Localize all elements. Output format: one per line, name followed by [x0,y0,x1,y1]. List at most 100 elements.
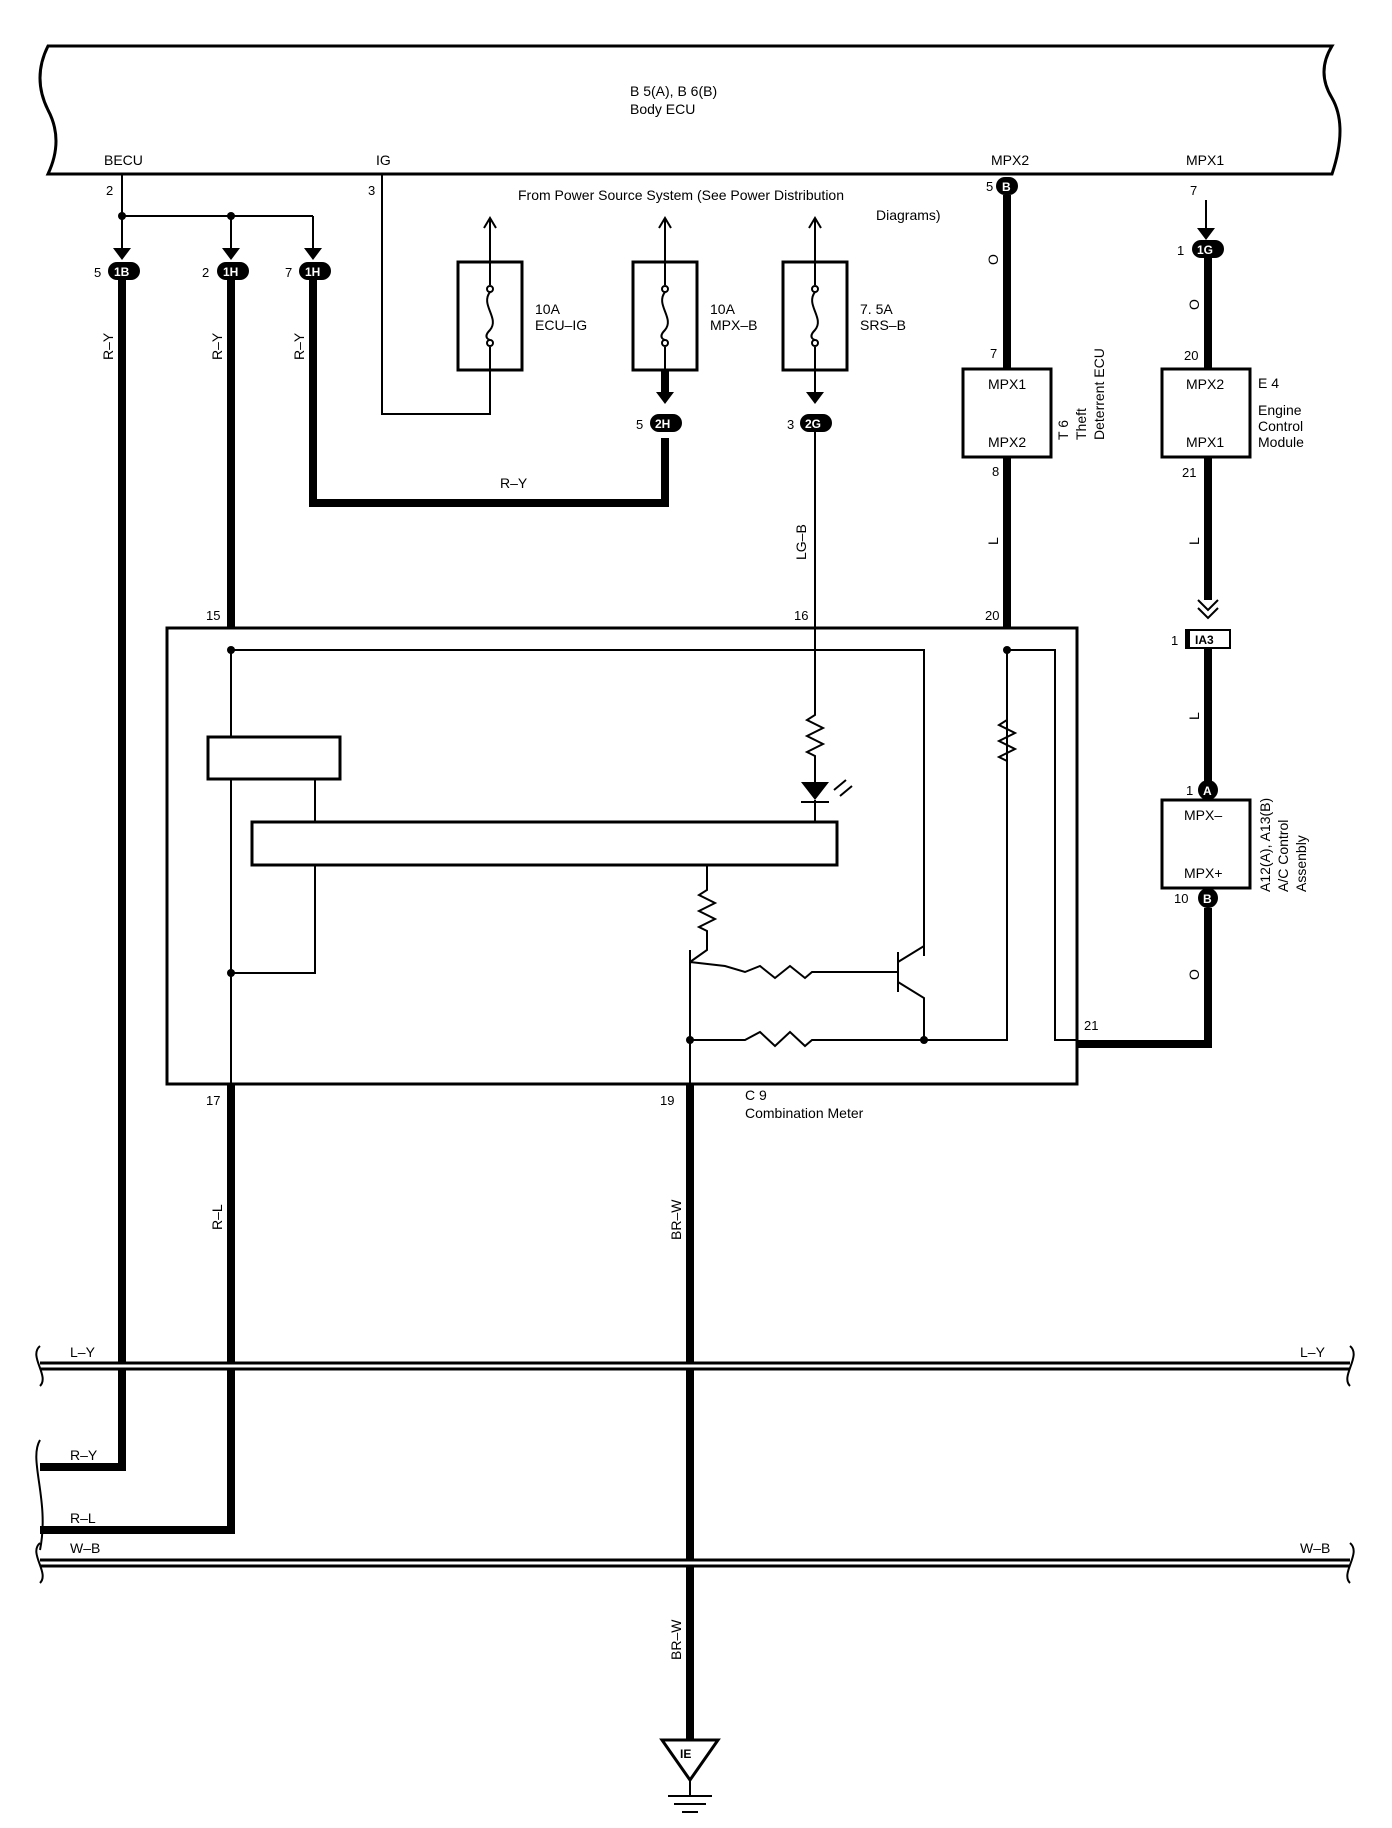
svg-text:5: 5 [94,265,101,280]
engine-control-module: MPX2 MPX1 E 4 Engine Control Module [1160,367,1304,459]
svg-text:L–Y: L–Y [1300,1344,1326,1360]
terminal-mpx1: MPX1 [1186,152,1224,168]
ground-ie: IE [659,1738,721,1813]
ac-bottom-connector: B 10 [1174,888,1218,908]
svg-text:O: O [1186,969,1202,980]
body-ecu-id: B 5(A), B 6(B) [630,83,717,99]
wire-r-y-to-2h [309,280,669,507]
svg-text:7: 7 [990,346,997,361]
junction-1h-b: 1H 7 [285,262,331,280]
svg-text:Theft: Theft [1073,408,1089,440]
fuse-srs-b: 7. 5A SRS–B [781,216,906,404]
fuse-mpx-b: 10A MPX–B [631,216,757,404]
terminal-becu: BECU [104,152,143,168]
svg-text:20: 20 [985,608,999,623]
theft-deterrent-ecu: MPX1 MPX2 T 6 Theft Deterrent ECU [961,348,1107,459]
svg-text:MPX+: MPX+ [1184,865,1223,881]
svg-text:W–B: W–B [1300,1540,1330,1556]
label-r-l-bus: R–L [70,1510,96,1526]
svg-text:L–Y: L–Y [70,1344,96,1360]
svg-text:2H: 2H [655,417,670,431]
junction-ia3: IA3 1 [1171,629,1231,649]
svg-text:A/C Control: A/C Control [1275,820,1291,892]
terminal-ig: IG [376,152,391,168]
body-ecu-name: Body ECU [630,101,695,117]
svg-text:L: L [1186,537,1202,545]
svg-text:BR–W: BR–W [668,1619,684,1660]
label-r-y-4: R–Y [500,475,528,491]
svg-text:21: 21 [1182,465,1196,480]
label-r-y-1: R–Y [100,332,116,360]
svg-text:L: L [985,537,1001,545]
svg-text:MPX1: MPX1 [988,376,1026,392]
pin-mpx2: 5 [986,179,993,194]
label-r-y-3: R–Y [291,332,307,360]
svg-text:Combination Meter: Combination Meter [745,1105,864,1121]
svg-text:MPX2: MPX2 [1186,376,1224,392]
svg-text:E 4: E 4 [1258,375,1279,391]
fuse-ecu-ig: 10A ECU–IG [456,216,587,372]
svg-text:19: 19 [660,1093,674,1108]
svg-text:17: 17 [206,1093,220,1108]
wire-ig [381,174,491,415]
svg-text:O: O [985,254,1001,265]
svg-text:IA3: IA3 [1195,633,1214,647]
svg-text:1B: 1B [114,265,130,279]
svg-text:1: 1 [1177,243,1184,258]
svg-text:SRS–B: SRS–B [860,317,906,333]
svg-text:1: 1 [1186,783,1193,798]
ac-top-connector: A 1 [1186,780,1218,800]
svg-text:MPX–B: MPX–B [710,317,757,333]
label-r-y-2: R–Y [209,332,225,360]
svg-text:MPX–: MPX– [1184,807,1222,823]
junction-2g: 2G 3 [787,414,832,432]
wire-r-y-left [40,280,126,1471]
power-source-line1: From Power Source System (See Power Dist… [518,187,844,203]
svg-text:Control: Control [1258,418,1303,434]
svg-text:10: 10 [1174,891,1188,906]
svg-text:W–B: W–B [70,1540,100,1556]
svg-text:L: L [1186,712,1202,720]
svg-text:2: 2 [202,265,209,280]
svg-text:1H: 1H [305,265,320,279]
svg-text:MPX2: MPX2 [988,434,1026,450]
svg-text:10A: 10A [710,301,736,317]
svg-text:15: 15 [206,608,220,623]
mpx2-connector: B [996,177,1018,195]
svg-text:2G: 2G [805,417,821,431]
svg-text:O: O [1186,299,1202,310]
svg-text:Module: Module [1258,434,1304,450]
body-ecu: B 5(A), B 6(B) Body ECU BECU IG MPX2 MPX… [38,44,1342,176]
bus-l-y: L–Y L–Y [40,1344,1350,1371]
svg-text:B: B [1002,180,1011,194]
svg-text:20: 20 [1184,348,1198,363]
svg-text:1G: 1G [1197,243,1213,257]
combination-meter: 15 16 20 17 19 21 C 9 Combination Meter [165,608,1098,1121]
svg-text:IE: IE [680,1747,691,1761]
ac-control-assembly: MPX– MPX+ A12(A), A13(B) A/C Control Ass… [1160,798,1309,892]
pin-mpx1: 7 [1190,183,1197,198]
power-source-line2: Diagrams) [876,207,941,223]
label-r-y-bus: R–Y [70,1447,98,1463]
svg-text:R–L: R–L [209,1204,225,1230]
pin-ig: 3 [368,183,375,198]
junction-1g: 1G 1 [1177,240,1224,258]
svg-text:3: 3 [787,417,794,432]
svg-text:1: 1 [1171,633,1178,648]
svg-text:T 6: T 6 [1055,420,1071,440]
svg-text:BR–W: BR–W [668,1199,684,1240]
svg-text:ECU–IG: ECU–IG [535,317,587,333]
svg-text:MPX1: MPX1 [1186,434,1224,450]
bus-w-b: W–B W–B [40,1540,1350,1568]
svg-text:Deterrent ECU: Deterrent ECU [1091,348,1107,440]
svg-text:7: 7 [285,265,292,280]
svg-text:Assenbly: Assenbly [1293,835,1309,892]
svg-text:8: 8 [992,464,999,479]
svg-text:A12(A), A13(B): A12(A), A13(B) [1257,798,1273,892]
svg-text:21: 21 [1084,1018,1098,1033]
wire-r-l [40,1084,235,1534]
becu-branch [113,174,322,260]
svg-text:Engine: Engine [1258,402,1302,418]
wire-o-ac [1078,908,1212,1048]
